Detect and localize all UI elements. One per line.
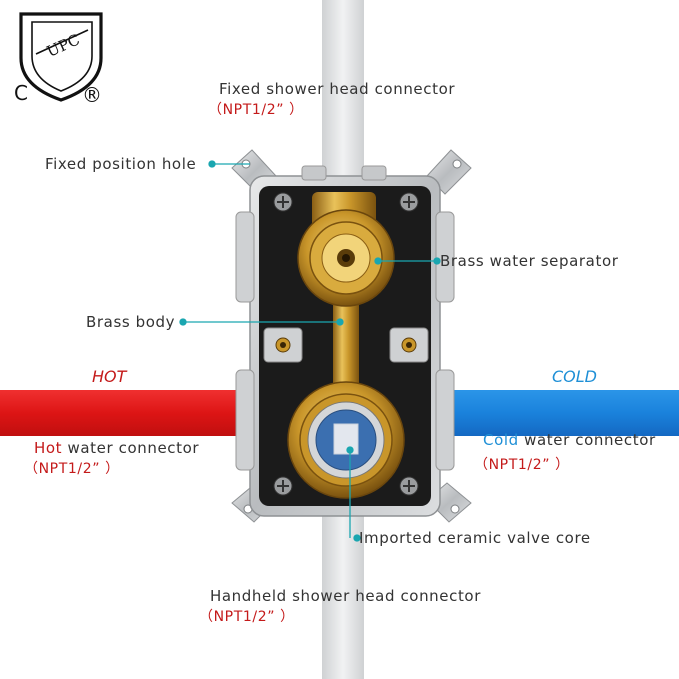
label-fixed-connector: Fixed shower head connector — [219, 80, 456, 98]
registered-symbol: ® — [82, 83, 102, 107]
c-letter: C — [14, 81, 28, 105]
screws — [273, 192, 419, 496]
side-inserts — [263, 327, 429, 363]
label-hot-connector-spec: （NPT1/2” ） — [24, 461, 120, 477]
upc-mark-text: UPC — [44, 30, 83, 60]
label-handheld-connector: Handheld shower head connector — [210, 587, 481, 605]
label-valve-core: Imported ceramic valve core — [359, 529, 591, 547]
label-hot-connector: Hot water connector — [34, 439, 200, 457]
label-hot: HOT — [92, 367, 127, 386]
label-cold: COLD — [552, 367, 597, 386]
label-cold-connector: Cold water connector — [483, 431, 656, 449]
upc-certification-mark: UPC C ® — [14, 12, 103, 107]
label-handheld-connector-spec: （NPT1/2” ） — [199, 609, 295, 625]
label-fixed-connector-spec: （NPT1/2” ） — [208, 102, 304, 118]
cold-pipe — [438, 390, 679, 436]
hot-pipe — [0, 390, 258, 436]
label-brass-body: Brass body — [86, 313, 176, 331]
ceramic-valve-core — [307, 401, 385, 479]
label-fixed-hole: Fixed position hole — [45, 155, 197, 173]
label-brass-separator: Brass water separator — [440, 252, 619, 270]
label-cold-connector-spec: （NPT1/2” ） — [474, 457, 570, 473]
leader-lines — [179, 160, 441, 542]
